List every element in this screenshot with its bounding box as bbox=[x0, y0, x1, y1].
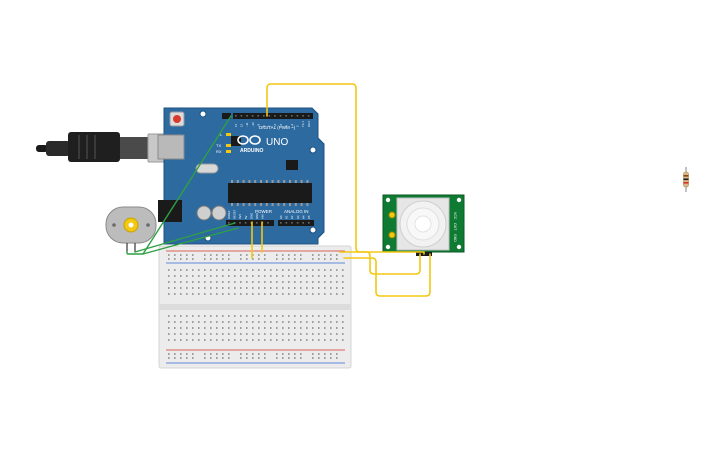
digital-pin-label: RX 0 bbox=[307, 120, 311, 127]
digital-pin-label: 7 bbox=[268, 125, 272, 127]
power-pin-label: GND bbox=[255, 213, 259, 219]
digital-pin-label: ~9 bbox=[256, 123, 260, 127]
wire-pir-gnd[interactable] bbox=[343, 253, 431, 297]
power-pin-label: RESET bbox=[233, 209, 237, 219]
power-pin-label: 5V bbox=[244, 215, 248, 219]
pir-out-label: OUT bbox=[453, 223, 457, 231]
resistor-icon[interactable] bbox=[683, 167, 689, 192]
analog-pin-label: A3 bbox=[296, 215, 300, 219]
pir-vcc-label: VCC bbox=[453, 212, 457, 220]
breadboard[interactable] bbox=[158, 245, 352, 369]
digital-header[interactable] bbox=[233, 113, 313, 119]
analog-pin-label: A0 bbox=[279, 215, 283, 219]
usb-jack bbox=[157, 134, 185, 160]
arduino-logo-icon bbox=[237, 135, 261, 145]
breadboard-holes bbox=[168, 254, 344, 359]
analog-pin-label: A2 bbox=[290, 215, 294, 219]
digital-pin-label: TX 1 bbox=[301, 121, 305, 127]
power-label: POWER bbox=[255, 209, 273, 214]
arduino-model: UNO bbox=[266, 137, 288, 148]
digital-pin-label: 13 bbox=[234, 123, 238, 127]
analog-label: ANALOG IN bbox=[284, 209, 309, 214]
led-tx-label: TX bbox=[216, 143, 221, 148]
arduino-brand: ARDUINO bbox=[240, 148, 263, 154]
digital-pin-label: ~11 bbox=[245, 122, 249, 127]
dc-motor-icon[interactable] bbox=[105, 206, 157, 252]
led-rx-label: RX bbox=[216, 149, 222, 154]
digital-pin-label: ~3 bbox=[290, 123, 294, 127]
analog-pin-label: A4 bbox=[301, 215, 305, 219]
power-header[interactable] bbox=[226, 220, 274, 226]
analog-pin-label: A1 bbox=[285, 215, 289, 219]
wire-pir-vcc[interactable] bbox=[339, 251, 421, 275]
led-l-label: L bbox=[220, 132, 223, 137]
power-pin-label: GND bbox=[249, 213, 253, 219]
pir-gnd-label: GND bbox=[453, 234, 457, 242]
pir-sensor[interactable]: VCC OUT GND bbox=[382, 194, 465, 256]
analog-header[interactable] bbox=[278, 220, 314, 226]
arduino-uno-board[interactable]: L TX RX ARDUINO UNO DIGITAL (PWM ~) POWE… bbox=[157, 107, 325, 245]
wire-motor-2[interactable] bbox=[126, 115, 232, 255]
wire-motor-1[interactable] bbox=[134, 222, 236, 253]
digital-pin-label: 8 bbox=[262, 125, 266, 127]
digital-pin-label: ~10 bbox=[251, 122, 255, 127]
digital-pin-label: 2 bbox=[296, 125, 300, 127]
power-pin-label: 3V3 bbox=[238, 214, 242, 219]
wires bbox=[126, 83, 431, 297]
digital-pin-label: ~5 bbox=[279, 123, 283, 127]
digital-label: DIGITAL (PWM ~) bbox=[259, 125, 296, 130]
delay-pot-icon[interactable] bbox=[388, 231, 396, 239]
wire-motor-3[interactable] bbox=[142, 227, 239, 255]
analog-pin-label: A5 bbox=[307, 215, 311, 219]
atmega-chip bbox=[228, 183, 312, 203]
sensitivity-pot-icon[interactable] bbox=[388, 211, 396, 219]
digital-pin-label: ~6 bbox=[273, 123, 277, 127]
power-pin-label: VIN bbox=[261, 214, 265, 219]
digital-pin-label: 12 bbox=[240, 123, 244, 127]
power-pin-label: IOREF bbox=[227, 210, 231, 219]
digital-pin-label: 4 bbox=[284, 125, 288, 127]
